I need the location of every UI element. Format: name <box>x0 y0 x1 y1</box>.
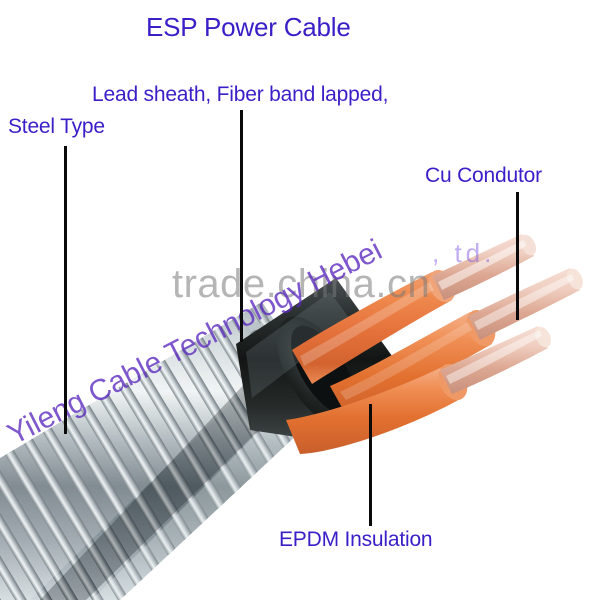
leader-line-lead-sheath <box>240 110 243 342</box>
leader-line-cu-conductor <box>516 192 519 320</box>
watermark-ltd-fragment: , td. <box>432 238 496 268</box>
leader-line-steel-type <box>64 146 67 434</box>
label-lead-sheath: Lead sheath, Fiber band lapped, <box>92 83 389 106</box>
page-title: ESP Power Cable <box>146 12 351 42</box>
watermark-site: trade.china.cn <box>172 262 431 306</box>
label-steel-type: Steel Type <box>8 115 105 138</box>
leader-line-epdm-insulation <box>369 404 372 526</box>
label-cu-conductor: Cu Condutor <box>425 164 542 187</box>
label-epdm-insulation: EPDM Insulation <box>279 528 433 551</box>
